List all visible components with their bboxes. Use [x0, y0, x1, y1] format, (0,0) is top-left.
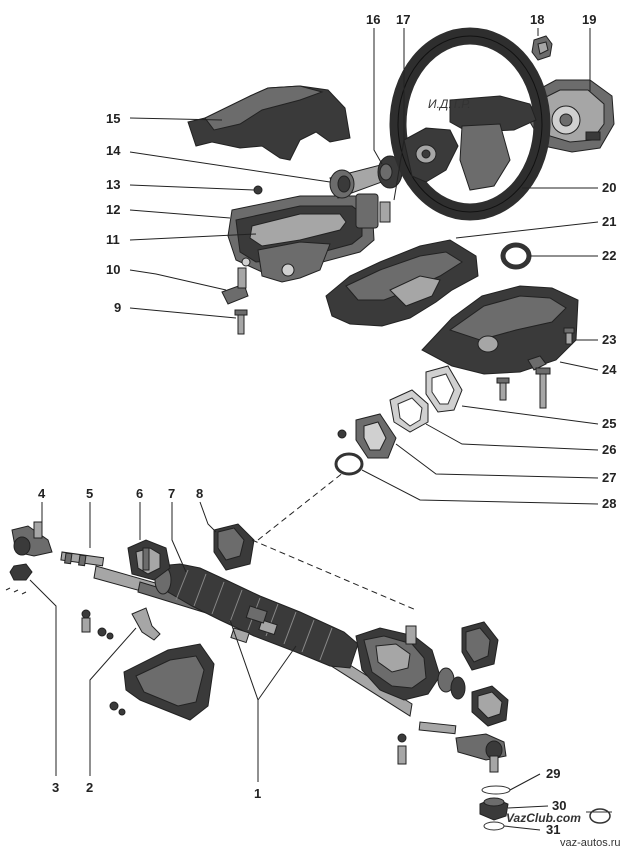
column-cover-24 — [421, 285, 579, 375]
right-rack-clamp — [461, 621, 499, 671]
vaz-autos-watermark: vaz-autos.ru — [560, 837, 621, 849]
gasket-25 — [425, 365, 463, 413]
label-part-13: 13 — [106, 177, 120, 192]
steering-column-housing — [227, 195, 375, 283]
wheel-nut — [531, 35, 553, 61]
upper-column-shroud — [187, 85, 351, 161]
right-tie-rod — [418, 721, 507, 773]
label-part-4: 4 — [38, 486, 46, 501]
seal-small-nut — [337, 429, 347, 439]
seal-27 — [355, 413, 397, 459]
label-part-17: 17 — [396, 12, 410, 27]
label-part-28: 28 — [602, 496, 616, 511]
label-part-6: 6 — [136, 486, 143, 501]
steering-wheel: И.Д.Т.Р. — [389, 27, 551, 221]
label-part-22: 22 — [602, 248, 616, 263]
shroud-bolts — [496, 355, 551, 409]
tie-rod-thread — [60, 551, 105, 567]
label-part-18: 18 — [530, 12, 544, 27]
bolt-23 — [563, 327, 575, 345]
connection-line-clamp — [251, 539, 417, 611]
label-part-12: 12 — [106, 202, 120, 217]
label-part-29: 29 — [546, 766, 560, 781]
right-rack-bushing — [471, 685, 509, 727]
label-part-1: 1 — [254, 786, 261, 801]
label-part-5: 5 — [86, 486, 93, 501]
boot-30 — [479, 797, 509, 821]
label-part-3: 3 — [52, 780, 59, 795]
label-part-19: 19 — [582, 12, 596, 27]
car-logo-icon — [589, 808, 611, 824]
horn-pad — [529, 79, 615, 153]
rack-clamp-8 — [213, 523, 255, 571]
label-part-23: 23 — [602, 332, 616, 347]
label-part-9: 9 — [114, 300, 121, 315]
label-part-21: 21 — [602, 214, 616, 229]
label-part-7: 7 — [168, 486, 175, 501]
label-part-15: 15 — [106, 111, 120, 126]
label-part-11: 11 — [106, 232, 120, 247]
lower-column-shroud — [325, 239, 479, 327]
gasket-26 — [389, 389, 429, 433]
ring-31 — [483, 821, 505, 831]
o-ring-28 — [334, 452, 364, 476]
label-part-10: 10 — [106, 262, 120, 277]
label-part-2: 2 — [86, 780, 93, 795]
column-bracket-bolt — [221, 267, 249, 335]
ring-29 — [481, 785, 511, 795]
connection-line-pinion — [257, 471, 345, 541]
rack-bushing-6 — [127, 539, 171, 581]
label-part-27: 27 — [602, 470, 616, 485]
label-part-26: 26 — [602, 442, 616, 457]
label-part-16: 16 — [366, 12, 380, 27]
left-tie-rod-end — [5, 521, 53, 595]
rack-mount-plates — [230, 605, 278, 644]
leader-lines — [29, 28, 599, 831]
vazclub-text: VazClub.com — [506, 811, 581, 825]
label-part-24: 24 — [602, 362, 617, 377]
steering-gear-housing — [355, 625, 466, 701]
label-part-30: 30 — [552, 798, 566, 813]
label-part-14: 14 — [106, 143, 121, 158]
label-part-20: 20 — [602, 180, 616, 195]
nut-13 — [253, 185, 263, 195]
label-part-25: 25 — [602, 416, 616, 431]
wheel-emblem: И.Д.Т.Р. — [428, 97, 471, 111]
bracket-2 — [81, 607, 161, 641]
vazclub-watermark: VazClub.com — [506, 808, 612, 825]
column-shaft — [329, 155, 403, 229]
label-part-31: 31 — [546, 822, 560, 837]
column-seal-ring — [500, 242, 532, 270]
label-part-8: 8 — [196, 486, 203, 501]
part-number-labels: 15 14 13 12 11 10 9 16 17 18 19 20 21 22… — [38, 12, 617, 837]
rack-bolt — [397, 733, 407, 765]
mounting-plate — [109, 643, 215, 721]
